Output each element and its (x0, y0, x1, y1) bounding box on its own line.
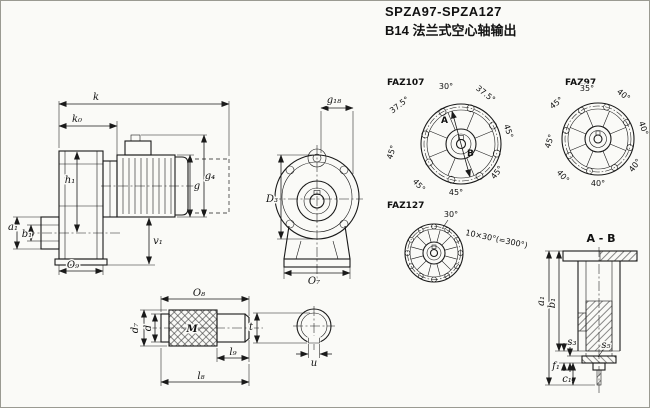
faz97-angle-top: 35° (580, 84, 594, 93)
dim-label-s5: s₅ (601, 340, 610, 351)
dim-label-v1: v₁ (153, 236, 163, 247)
section-cut-label-b: B (467, 149, 474, 159)
faz107-angle-bottom-right: 45° (489, 164, 505, 181)
dim-label-l8: l₈ (197, 371, 204, 382)
faz107-angle-right: 45° (502, 123, 515, 139)
faz97-angle-top-left: 45° (548, 95, 565, 111)
faz107-name: FAZ107 (387, 78, 424, 88)
page-title: SPZA97-SPZA127 (385, 4, 502, 19)
dim-label-a1: a₁ (8, 222, 18, 233)
spline-label-m: M (185, 324, 198, 335)
faz107-angle-top-left: 37.5° (388, 95, 411, 116)
dim-label-sec-b1: b₁ (547, 298, 558, 308)
faz97-angle-top-right: 40° (615, 87, 632, 103)
faz97-name: FAZ97 (565, 78, 596, 88)
dim-label-o7: O₇ (308, 276, 320, 287)
faz107-angle-left: 45° (385, 144, 398, 160)
dim-label-d3: D₃ (265, 194, 278, 205)
dim-label-g4: g₄ (205, 171, 215, 182)
section-title: A - B (586, 232, 615, 245)
faz97-angle-bottom: 40° (591, 179, 605, 188)
dim-label-d: d (143, 325, 154, 331)
faz97-angle-left: 45° (543, 133, 556, 149)
front-view: g₁₈ D₃ O₇ (263, 94, 363, 289)
faz127-angle-top: 30° (444, 210, 458, 219)
faz97-angle-right: 40° (637, 120, 650, 136)
dim-label-u: u (311, 358, 317, 369)
page-subtitle: B14 法兰式空心轴输出 (385, 23, 517, 38)
dim-label-d7: d₇ (130, 323, 141, 333)
faz107-angle-bottom: 45° (449, 188, 463, 197)
title-block: SPZA97-SPZA127 B14 法兰式空心轴输出 (385, 4, 516, 39)
faz107-angle-bottom-left: 45° (411, 177, 427, 194)
faz107-angle-top-right: 37.5° (474, 84, 497, 105)
dim-label-sec-a1: a₁ (536, 296, 547, 306)
dim-label-c1: c₁ (562, 374, 572, 385)
dim-label-o8: O₈ (193, 288, 205, 299)
output-shaft-detail: M O₈ d₇ d l₉ l₈ (129, 287, 263, 386)
faz97-angle-bottom-right: 40° (627, 157, 643, 174)
keyway-section-detail: t u (247, 306, 335, 371)
dim-label-h1: h₁ (65, 175, 75, 186)
section-cut-label-a: A (441, 116, 448, 126)
dim-label-o9: O₉ (67, 260, 79, 271)
section-a-b: A - B a₁ (535, 232, 638, 395)
flange-faz107: A B FAZ107 30° 37.5° 45° 45° 45° 45° 45°… (384, 78, 516, 198)
dim-label-f1: f₁ (551, 361, 560, 372)
flange-faz127: FAZ127 30° 10×30°(=300°) (387, 201, 530, 283)
faz107-angle-top: 30° (439, 82, 453, 91)
dim-label-t: t (249, 322, 254, 333)
dim-label-g: g (194, 181, 200, 192)
dim-label-l9: l₉ (229, 347, 236, 358)
faz97-angle-bottom-left: 40° (555, 168, 571, 185)
dim-label-g18: g₁₈ (327, 95, 341, 106)
dim-label-b1: b₁ (22, 229, 32, 240)
faz127-pitch-note: 10×30°(=300°) (465, 228, 529, 250)
dim-label-k0: k₀ (72, 114, 82, 125)
flange-faz97: FAZ97 35° 40° 40° 40° 40° 40° 45° 45° (542, 78, 650, 189)
dim-label-s3: s₃ (567, 337, 576, 348)
side-view: k k₀ h₁ g g₄ a₁ b₁ (7, 91, 230, 275)
dim-label-k: k (93, 92, 99, 103)
faz127-name: FAZ127 (387, 201, 424, 211)
